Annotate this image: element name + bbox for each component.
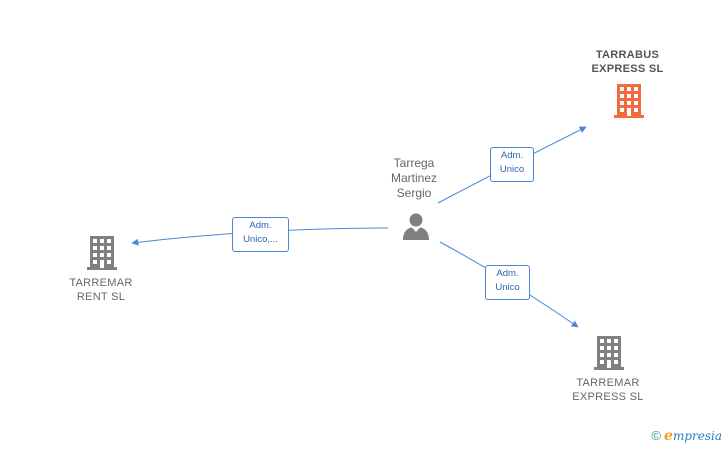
building-icon[interactable] [613, 84, 645, 118]
edge-label-tarremar-express[interactable]: Adm. Unico [485, 265, 530, 300]
person-name: Tarrega Martinez Sergio [370, 156, 458, 201]
empresia-logo: empresia [664, 428, 722, 444]
company-name-tarremar-rent[interactable]: TARREMAR RENT SL [69, 277, 133, 303]
company-name-tarremar-express[interactable]: TARREMAR EXPRESS SL [572, 377, 644, 403]
copyright-symbol: © [651, 428, 662, 443]
person-name-line-1: Tarrega [393, 156, 435, 170]
person-name-line-2: Martinez [390, 171, 437, 185]
building-icon[interactable] [593, 336, 625, 370]
person-name-line-3: Sergio [396, 186, 432, 200]
edge-label-tarremar-rent[interactable]: Adm. Unico,... [232, 217, 289, 252]
company-name-tarrabus[interactable]: TARRABUS EXPRESS SL [591, 49, 664, 75]
empresia-watermark: © empresia [651, 428, 722, 444]
edge-label-tarrabus[interactable]: Adm. Unico [490, 147, 534, 182]
person-icon[interactable] [401, 211, 431, 241]
building-icon[interactable] [86, 236, 118, 270]
